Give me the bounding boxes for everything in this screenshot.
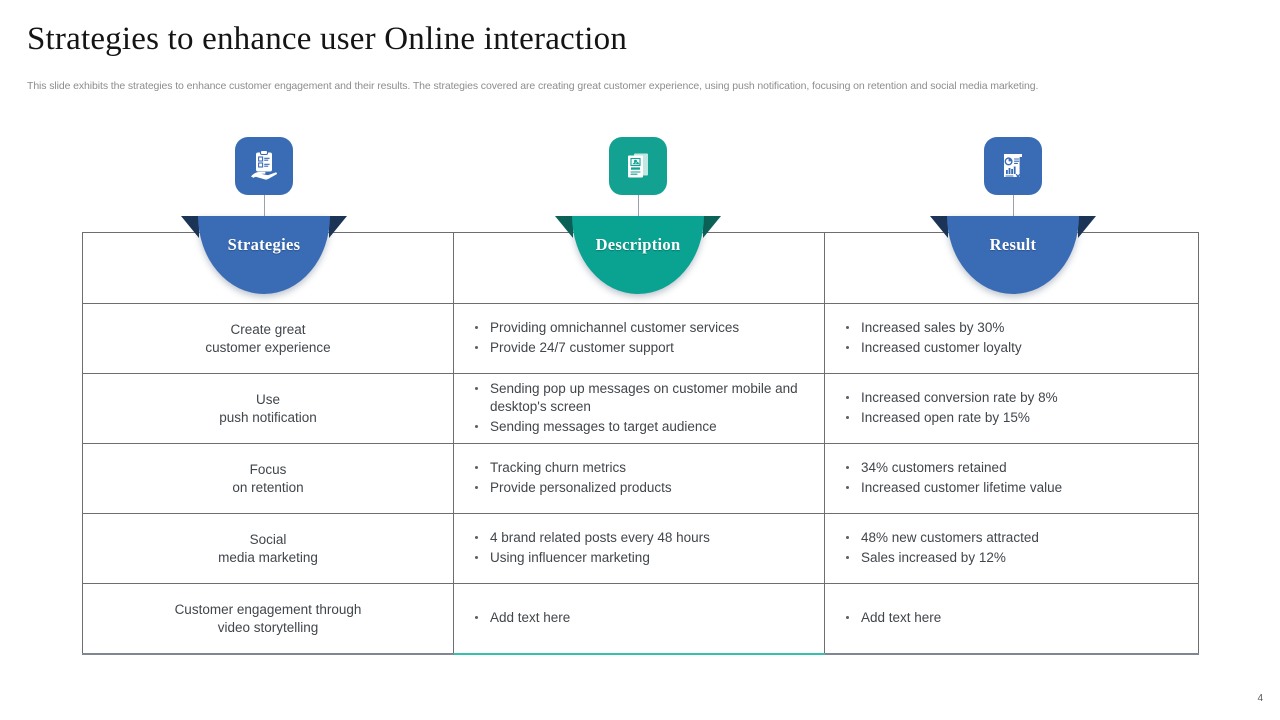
bullet-item: Add text here bbox=[846, 609, 1188, 628]
bullet-item: Providing omnichannel customer services bbox=[475, 319, 814, 338]
connector-line-result bbox=[1013, 195, 1014, 235]
report-chart-icon bbox=[1004, 154, 1022, 179]
clipboard-hand-icon bbox=[251, 150, 277, 180]
column-header-banner-description[interactable]: Description bbox=[555, 216, 721, 305]
bullet-item: Add text here bbox=[475, 609, 814, 628]
bullet-list: Sending pop up messages on customer mobi… bbox=[454, 380, 824, 437]
bullet-item: Increased customer loyalty bbox=[846, 339, 1188, 358]
ribbon-disc bbox=[198, 216, 330, 294]
documents-icon-badge bbox=[609, 137, 667, 195]
ribbon-tail-right bbox=[1078, 216, 1096, 238]
strategy-line: push notification bbox=[219, 409, 317, 425]
strategy-line: video storytelling bbox=[217, 619, 319, 635]
ribbon-disc bbox=[947, 216, 1079, 294]
bullet-item: Sending messages to target audience bbox=[475, 418, 814, 437]
ribbon-tail-left bbox=[930, 216, 948, 238]
bullet-item: 34% customers retained bbox=[846, 459, 1188, 478]
strategy-line: customer experience bbox=[205, 339, 331, 355]
ribbon-tail-right bbox=[703, 216, 721, 238]
ribbon-tail-left bbox=[555, 216, 573, 238]
ribbon-tail-right bbox=[329, 216, 347, 238]
connector-line-strategies bbox=[264, 195, 265, 235]
ribbon-label-strategies: Strategies bbox=[227, 235, 301, 254]
strategy-line: on retention bbox=[232, 479, 304, 495]
ribbon-tail-left bbox=[181, 216, 199, 238]
bullet-item: Sales increased by 12% bbox=[846, 549, 1188, 568]
bullet-item: 48% new customers attracted bbox=[846, 529, 1188, 548]
bullet-item: Increased customer lifetime value bbox=[846, 479, 1188, 498]
strategy-line: Customer engagement through bbox=[174, 601, 362, 617]
page-title: Strategies to enhance user Online intera… bbox=[27, 21, 628, 57]
strategy-line: Focus bbox=[249, 461, 287, 477]
bullet-item: Sending pop up messages on customer mobi… bbox=[475, 380, 814, 417]
column-header-banner-strategies[interactable]: Strategies bbox=[181, 216, 347, 305]
result-cell: Increased conversion rate by 8%Increased… bbox=[824, 373, 1199, 444]
strategy-cell: Use push notification bbox=[82, 373, 454, 444]
table-row: Use push notification Sending pop up messa… bbox=[82, 373, 1199, 444]
page-subtitle: This slide exhibits the strategies to en… bbox=[27, 80, 1039, 92]
strategy-cell: Social media marketing bbox=[82, 513, 454, 584]
strategy-line: media marketing bbox=[218, 549, 318, 565]
result-cell: Add text here bbox=[824, 583, 1199, 655]
strategy-cell: Customer engagement through video storyte… bbox=[82, 583, 454, 655]
report-chart-icon-badge bbox=[984, 137, 1042, 195]
ribbon-label-result: Result bbox=[989, 235, 1037, 254]
clipboard-hand-icon-badge bbox=[235, 137, 293, 195]
table-row: Create great customer experience Providing… bbox=[82, 303, 1199, 374]
column-header-banner-result[interactable]: Result bbox=[930, 216, 1096, 305]
strategy-cell: Focus on retention bbox=[82, 443, 454, 514]
description-cell: Sending pop up messages on customer mobi… bbox=[453, 373, 825, 444]
bullet-item: Increased conversion rate by 8% bbox=[846, 389, 1188, 408]
bullet-item: Tracking churn metrics bbox=[475, 459, 814, 478]
table-row: Customer engagement through video storyte… bbox=[82, 583, 1199, 655]
bullet-item: Provide 24/7 customer support bbox=[475, 339, 814, 358]
strategy-line: Social bbox=[249, 531, 287, 547]
strategy-line: Create great bbox=[230, 321, 306, 337]
bullet-item: Increased sales by 30% bbox=[846, 319, 1188, 338]
bullet-item: Increased open rate by 15% bbox=[846, 409, 1188, 428]
bullet-list: Add text here bbox=[825, 609, 1198, 628]
result-cell: Increased sales by 30%Increased customer… bbox=[824, 303, 1199, 374]
ribbon-disc bbox=[572, 216, 704, 294]
description-cell: Add text here bbox=[453, 583, 825, 655]
bullet-list: Add text here bbox=[454, 609, 824, 628]
ribbon-label-description: Description bbox=[595, 235, 681, 254]
bullet-list: Increased sales by 30%Increased customer… bbox=[825, 319, 1198, 357]
connector-line-description bbox=[638, 195, 639, 235]
table-row: Social media marketing 4 brand related pos… bbox=[82, 513, 1199, 584]
bullet-item: Provide personalized products bbox=[475, 479, 814, 498]
strategy-line: Use bbox=[255, 391, 280, 407]
page-number: 4 bbox=[1257, 693, 1263, 704]
bullet-list: Increased conversion rate by 8%Increased… bbox=[825, 389, 1198, 427]
strategy-cell: Create great customer experience bbox=[82, 303, 454, 374]
bullet-item: 4 brand related posts every 48 hours bbox=[475, 529, 814, 548]
bullet-item: Using influencer marketing bbox=[475, 549, 814, 568]
documents-icon bbox=[628, 153, 648, 178]
